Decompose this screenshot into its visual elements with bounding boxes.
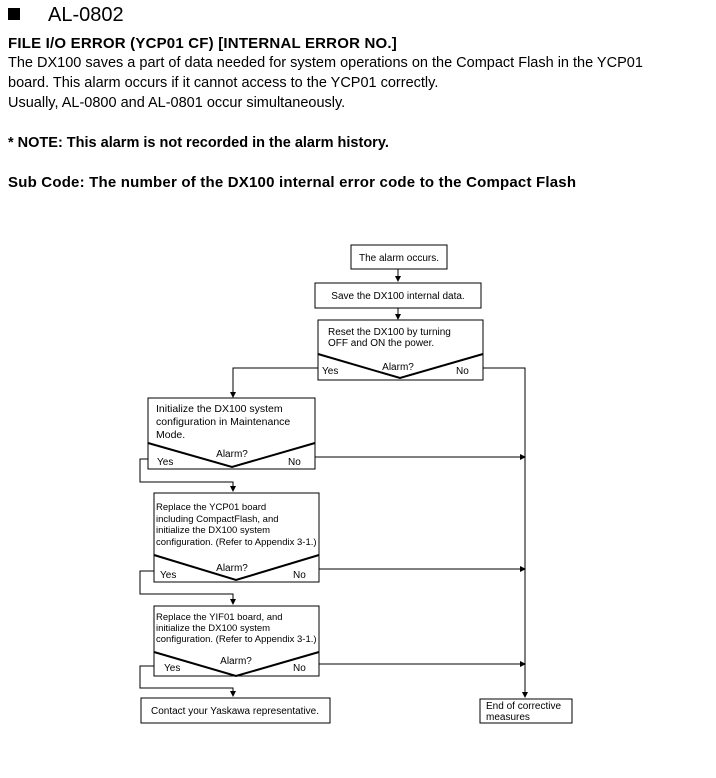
flow-replace-ycp01-text: including CompactFlash, and — [156, 514, 279, 525]
decision-no-label: No — [293, 663, 306, 674]
flow-replace-yif01-text: Replace the YIF01 board, and — [156, 612, 283, 623]
decision-no-label: No — [288, 457, 301, 468]
flow-reset-text: OFF and ON the power. — [328, 338, 434, 349]
description-line: Usually, AL-0800 and AL-0801 occur simul… — [8, 95, 346, 111]
flow-start-text: The alarm occurs. — [359, 253, 439, 264]
decision-label: Alarm? — [220, 656, 252, 667]
flow-replace-yif01-text: configuration. (Refer to Appendix 3-1.) — [156, 634, 317, 645]
flow-replace-ycp01-box: Replace the YCP01 board including Compac… — [153, 492, 320, 583]
decision-label: Alarm? — [216, 449, 248, 460]
flow-replace-ycp01-text: initialize the DX100 system — [156, 525, 270, 536]
alarm-sub-code: Sub Code: The number of the DX100 intern… — [8, 174, 577, 191]
flowchart-connectors — [139, 269, 528, 698]
flow-end-text: End of corrective — [486, 701, 561, 712]
flow-replace-ycp01-text: configuration. (Refer to Appendix 3-1.) — [156, 537, 317, 548]
flow-end-text: measures — [486, 712, 530, 723]
flow-init-text: configuration in Maintenance — [156, 416, 290, 428]
alarm-code: AL-0802 — [48, 4, 124, 26]
decision-no-label: No — [456, 366, 469, 377]
flow-reset-box: Reset the DX100 by turning OFF and ON th… — [317, 319, 484, 381]
flow-contact-box: Contact your Yaskawa representative. — [140, 697, 331, 724]
flow-reset-text: Reset the DX100 by turning — [328, 327, 451, 338]
flow-init-text: Mode. — [156, 429, 185, 441]
decision-yes-label: Yes — [164, 663, 180, 674]
decision-no-label: No — [293, 570, 306, 581]
decision-yes-label: Yes — [160, 570, 176, 581]
description-line: The DX100 saves a part of data needed fo… — [8, 55, 643, 71]
flow-init-box: Initialize the DX100 system configuratio… — [147, 397, 316, 470]
flow-save-text: Save the DX100 internal data. — [331, 291, 464, 302]
flow-replace-yif01-box: Replace the YIF01 board, and initialize … — [153, 605, 320, 678]
flow-replace-ycp01-text: Replace the YCP01 board — [156, 502, 266, 513]
alarm-code-heading: AL-0802 — [8, 4, 124, 27]
decision-yes-label: Yes — [322, 366, 338, 377]
flow-end-box: End of corrective measures — [479, 698, 573, 724]
alarm-note: * NOTE: This alarm is not recorded in th… — [8, 135, 389, 151]
flow-init-text: Initialize the DX100 system — [156, 403, 283, 415]
flow-start-box: The alarm occurs. — [350, 244, 448, 270]
flow-contact-text: Contact your Yaskawa representative. — [151, 706, 319, 717]
alarm-description: The DX100 saves a part of data needed fo… — [8, 53, 708, 113]
decision-label: Alarm? — [216, 563, 248, 574]
decision-yes-label: Yes — [157, 457, 173, 468]
description-line: board. This alarm occurs if it cannot ac… — [8, 75, 439, 91]
square-bullet-icon — [8, 8, 20, 20]
flow-save-box: Save the DX100 internal data. — [314, 282, 482, 309]
alarm-title: FILE I/O ERROR (YCP01 CF) [INTERNAL ERRO… — [8, 35, 397, 52]
flow-replace-yif01-text: initialize the DX100 system — [156, 623, 270, 634]
decision-label: Alarm? — [382, 362, 414, 373]
